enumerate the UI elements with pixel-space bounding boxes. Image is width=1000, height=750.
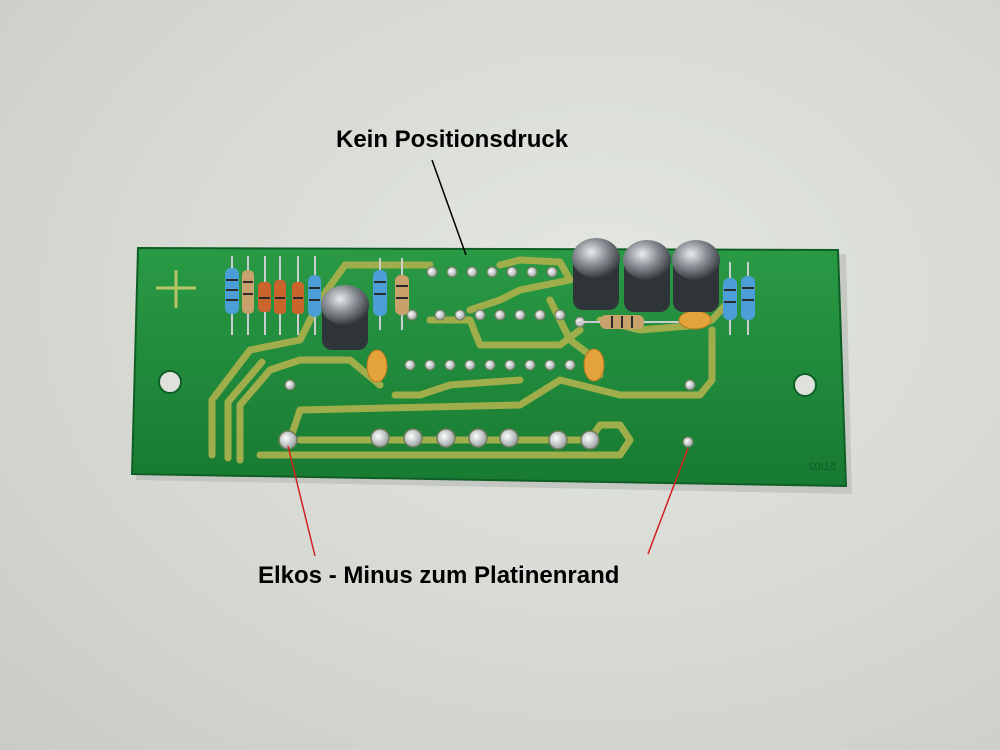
- annotation-top: Kein Positionsdruck: [336, 126, 569, 153]
- annotation-bottom: Elkos - Minus zum Platinenrand: [258, 562, 620, 589]
- resistor-pair-middle: [373, 258, 409, 330]
- pointer-line-left: [287, 445, 316, 557]
- copper-traces: [208, 256, 734, 464]
- ceramic-capacitors: [366, 310, 712, 383]
- silkscreen-code: 51/02: [808, 461, 836, 473]
- pad-row-top: [284, 266, 696, 448]
- pointer-line-top: [431, 159, 467, 256]
- pointer-line-right: [647, 447, 689, 555]
- resistor-pair-right: [723, 262, 755, 335]
- mounting-hole-left: [158, 370, 182, 394]
- resistor-horizontal: [578, 315, 680, 329]
- electrolytic-capacitors: [321, 238, 720, 350]
- mounting-hole-right: [793, 373, 817, 397]
- circuit-board: 51/02: [130, 238, 848, 488]
- plus-symbol-icon: [156, 270, 196, 308]
- resistor-array-left: [225, 256, 321, 335]
